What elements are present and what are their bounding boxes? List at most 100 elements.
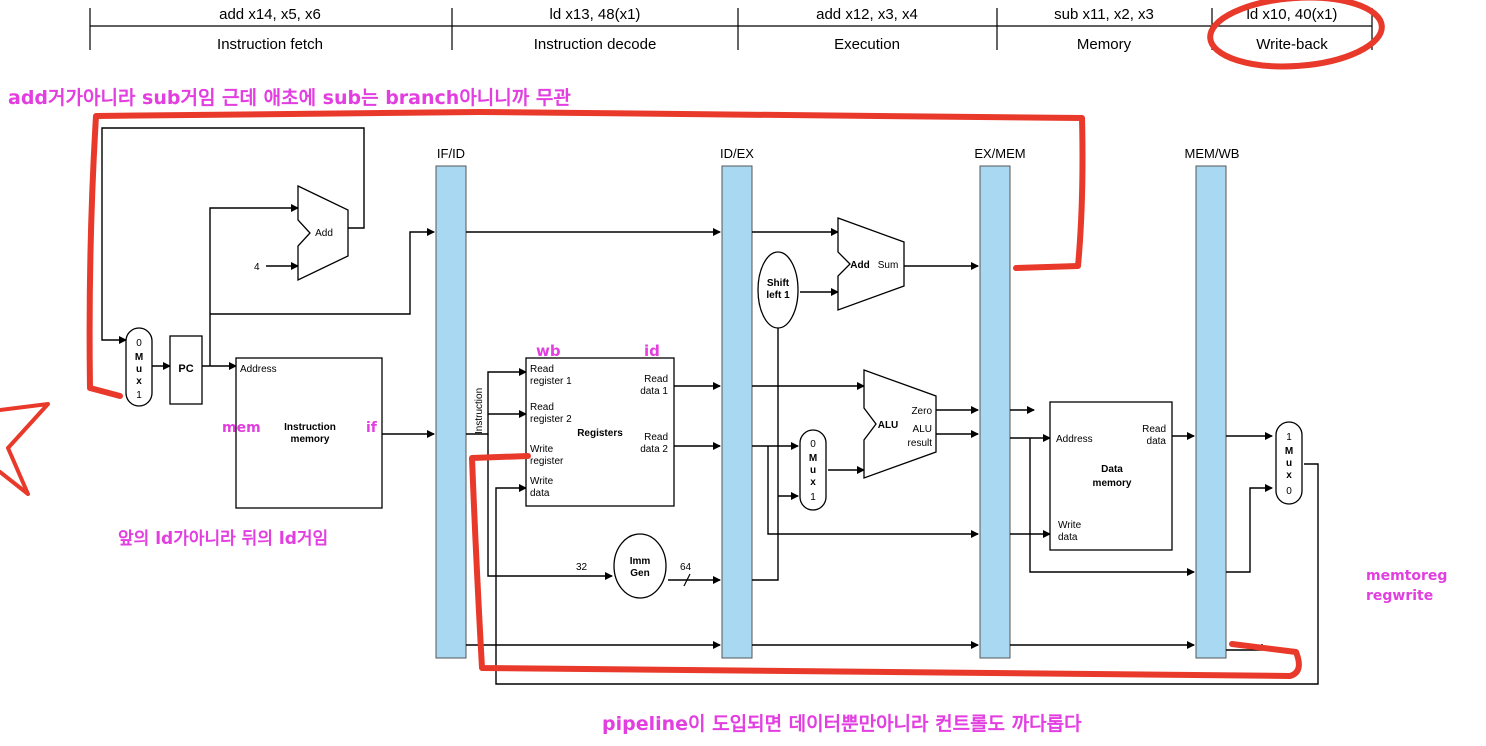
pc-mux-in0: 0 xyxy=(136,338,142,349)
note-ld: 앞의 ld가아니라 뒤의 ld거임 xyxy=(118,528,328,549)
alu-label: ALU xyxy=(878,420,899,431)
imem-name-1: Instruction xyxy=(284,422,336,433)
imem-address: Address xyxy=(240,364,277,375)
branch-feedback-trace xyxy=(86,109,1086,399)
branch-sum-label: Sum xyxy=(878,260,899,271)
mem-wb-register xyxy=(1195,165,1227,659)
wb-mux-u: u xyxy=(1286,458,1292,469)
reg-wdata-a: Write xyxy=(530,476,554,487)
stage-name-id: Instruction decode xyxy=(534,36,657,53)
alu-source-mux xyxy=(799,429,827,511)
data-memory xyxy=(1049,401,1173,551)
note-memtoreg: memtoreg xyxy=(1366,568,1447,584)
wb-mux-in1: 1 xyxy=(1286,432,1292,443)
ex-mem-register xyxy=(979,165,1011,659)
stage-header: add x14, x5, x6 Instruction fetch ld x13… xyxy=(89,6,1373,53)
dmem-name-2: memory xyxy=(1093,478,1132,489)
alu-mux-u: u xyxy=(810,465,816,476)
pc-mux-in1: 1 xyxy=(136,390,142,401)
dmem-wdata-1: Write xyxy=(1058,520,1082,531)
bits-64: 64 xyxy=(680,562,692,573)
reg-read1-a: Read xyxy=(530,364,554,375)
note-id: id xyxy=(644,342,660,360)
note-mem: mem xyxy=(222,420,261,436)
alu-mux-x: x xyxy=(810,477,816,488)
pink-notes: add거가아니라 sub거임 근데 애초에 sub는 branch아니니까 무관… xyxy=(8,87,1447,735)
reg-rdata2-a: Read xyxy=(644,432,668,443)
pc-mux-m: M xyxy=(135,352,143,363)
reg-wdata-b: data xyxy=(530,488,550,499)
reg-rdata2-b: data 2 xyxy=(640,444,668,455)
wb-mux-x: x xyxy=(1286,470,1292,481)
if-id-register xyxy=(435,165,467,659)
instruction-memory xyxy=(235,357,383,509)
imem-name-2: memory xyxy=(291,434,330,445)
stage-instruction-wb: ld x10, 40(x1) xyxy=(1247,6,1338,23)
pc-mux-u: u xyxy=(136,364,142,375)
note-regwrite: regwrite xyxy=(1366,588,1433,604)
reg-write-b: register xyxy=(530,456,564,467)
alu xyxy=(863,369,937,479)
stage-instruction-mem: sub x11, x2, x3 xyxy=(1054,6,1154,23)
pc-register xyxy=(169,335,203,405)
datapath-wires xyxy=(101,127,1319,685)
imm-gen xyxy=(613,533,667,599)
const-four: 4 xyxy=(254,262,260,273)
wb-mux-m: M xyxy=(1285,446,1293,457)
stage-name-ex: Execution xyxy=(834,36,900,53)
shift-2: left 1 xyxy=(766,290,790,301)
id-ex-register xyxy=(721,165,753,659)
wb-mux-in0: 0 xyxy=(1286,486,1292,497)
alu-mux-m: M xyxy=(809,453,817,464)
dmem-wdata-2: data xyxy=(1058,532,1078,543)
dmem-name-1: Data xyxy=(1101,464,1123,475)
dmem-address: Address xyxy=(1056,434,1093,445)
stage-instruction-if: add x14, x5, x6 xyxy=(219,6,321,23)
reg-read2-b: register 2 xyxy=(530,414,572,425)
note-bottom: pipeline이 도입되면 데이터뿐만아니라 컨트롤도 까다롭다 xyxy=(602,713,1082,735)
reg-rdata1-b: data 1 xyxy=(640,386,668,397)
alu-mux-in0: 0 xyxy=(810,439,816,450)
reg-rdata1-a: Read xyxy=(644,374,668,385)
note-if: if xyxy=(366,420,378,436)
bits-32: 32 xyxy=(576,562,588,573)
imm-gen-2: Gen xyxy=(630,568,649,579)
instruction-label: Instruction xyxy=(474,388,485,434)
pc-mux-x: x xyxy=(136,376,142,387)
reg-name: Registers xyxy=(577,428,623,439)
pc-label: PC xyxy=(178,363,193,375)
stage-name-if: Instruction fetch xyxy=(217,36,323,53)
imm-gen-1: Imm xyxy=(630,556,651,567)
pipeline-registers: IF/ID ID/EX EX/MEM MEM/WB xyxy=(435,146,1240,659)
write-back-circle xyxy=(1207,0,1385,70)
pc-adder xyxy=(297,184,349,282)
write-register-trace xyxy=(469,453,1302,679)
reg-read1-b: register 1 xyxy=(530,376,572,387)
alu-result-1: ALU xyxy=(913,424,932,435)
stage-name-wb: Write-back xyxy=(1256,36,1328,53)
branch-adder-label: Add xyxy=(850,260,869,271)
stage-instruction-ex: add x12, x3, x4 xyxy=(816,6,918,23)
pc-source-mux xyxy=(125,327,153,407)
shift-left-unit xyxy=(757,251,799,329)
dmem-read-1: Read xyxy=(1142,424,1166,435)
ex-mem-label: EX/MEM xyxy=(974,146,1025,161)
alu-result-2: result xyxy=(908,438,933,449)
reg-write-a: Write xyxy=(530,444,554,455)
components: 0 M u x 1 PC Add 4 Address Instruction m… xyxy=(125,184,1303,599)
star-shape xyxy=(0,402,50,496)
stage-instruction-id: ld x13, 48(x1) xyxy=(550,6,641,23)
register-file xyxy=(525,357,675,507)
mem-wb-label: MEM/WB xyxy=(1185,146,1240,161)
reg-read2-a: Read xyxy=(530,402,554,413)
alu-mux-in1: 1 xyxy=(810,492,816,503)
writeback-mux xyxy=(1275,421,1303,505)
dmem-read-2: data xyxy=(1147,436,1167,447)
stage-name-mem: Memory xyxy=(1077,36,1132,53)
pc-adder-label: Add xyxy=(315,228,333,239)
id-ex-label: ID/EX xyxy=(720,146,754,161)
if-id-label: IF/ID xyxy=(437,146,465,161)
note-wb: wb xyxy=(536,342,561,360)
alu-zero: Zero xyxy=(911,406,932,417)
